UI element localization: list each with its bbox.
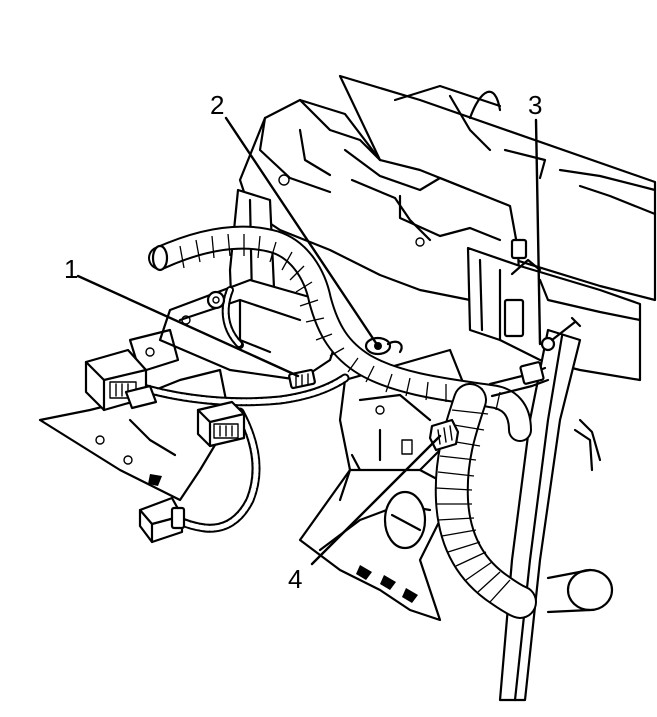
connector-left-large: [84, 348, 158, 412]
leader-4: [310, 434, 442, 566]
callout-3: 3: [528, 90, 542, 120]
connector-middle: [196, 400, 246, 448]
main-harness: [148, 225, 550, 619]
leader-1: [76, 274, 300, 378]
leader-3: [534, 118, 542, 346]
clip-callout-2: [364, 336, 403, 356]
leader-lines: [76, 116, 542, 566]
leader-2: [224, 116, 380, 348]
braided-harness: [115, 286, 350, 533]
connector-callout-4: [428, 418, 460, 452]
callout-labels: 1 2 3 4: [64, 90, 542, 594]
connector-lower: [138, 496, 186, 544]
callout-2: 2: [210, 90, 224, 120]
callout-4: 4: [288, 564, 302, 594]
fastener-callout-3: [540, 316, 582, 352]
connectors: [84, 316, 582, 544]
callout-1: 1: [64, 254, 78, 284]
